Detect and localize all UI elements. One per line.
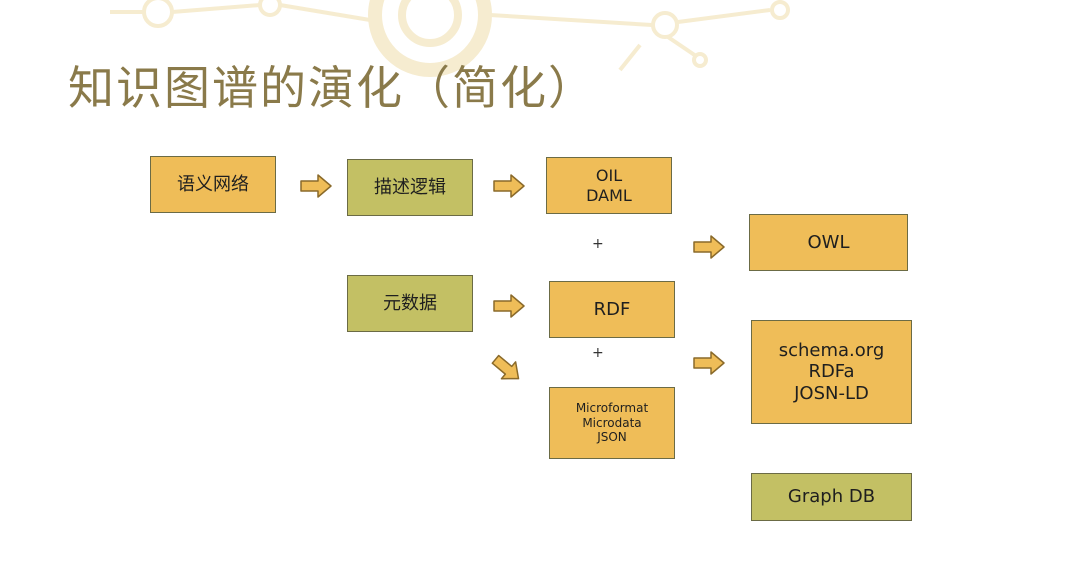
- metadata-label: 元数据: [383, 292, 437, 314]
- metadata-box: 元数据: [347, 275, 473, 332]
- microformat-box: Microformat Microdata JSON: [549, 387, 675, 459]
- microformat-label: Microformat Microdata JSON: [575, 401, 649, 445]
- schema-org-label: schema.org RDFa JOSN-LD: [778, 339, 885, 404]
- rdf-box: RDF: [549, 281, 675, 338]
- graph-db-box: Graph DB: [751, 473, 912, 521]
- arrow-right-icon: [493, 294, 525, 318]
- description-logic-label: 描述逻辑: [374, 176, 446, 198]
- plus-sign-upper: +: [592, 236, 604, 252]
- owl-label: OWL: [807, 231, 850, 253]
- oil-daml-box: OIL DAML: [546, 157, 672, 214]
- page-title: 知识图谱的演化（简化）: [68, 61, 596, 115]
- owl-box: OWL: [749, 214, 908, 271]
- schema-org-box: schema.org RDFa JOSN-LD: [751, 320, 912, 424]
- arrow-right-icon: [693, 235, 725, 259]
- arrow-right-icon: [300, 174, 332, 198]
- arrow-right-icon: [493, 174, 525, 198]
- plus-sign-lower: +: [592, 345, 604, 361]
- semantic-network-label: 语义网络: [177, 173, 249, 195]
- semantic-network-box: 语义网络: [150, 156, 276, 213]
- rdf-label: RDF: [593, 298, 631, 320]
- graph-db-label: Graph DB: [787, 486, 876, 508]
- arrow-right-icon: [693, 351, 725, 375]
- description-logic-box: 描述逻辑: [347, 159, 473, 216]
- oil-daml-label: OIL DAML: [586, 166, 632, 205]
- arrow-diagonal-icon: [491, 354, 520, 380]
